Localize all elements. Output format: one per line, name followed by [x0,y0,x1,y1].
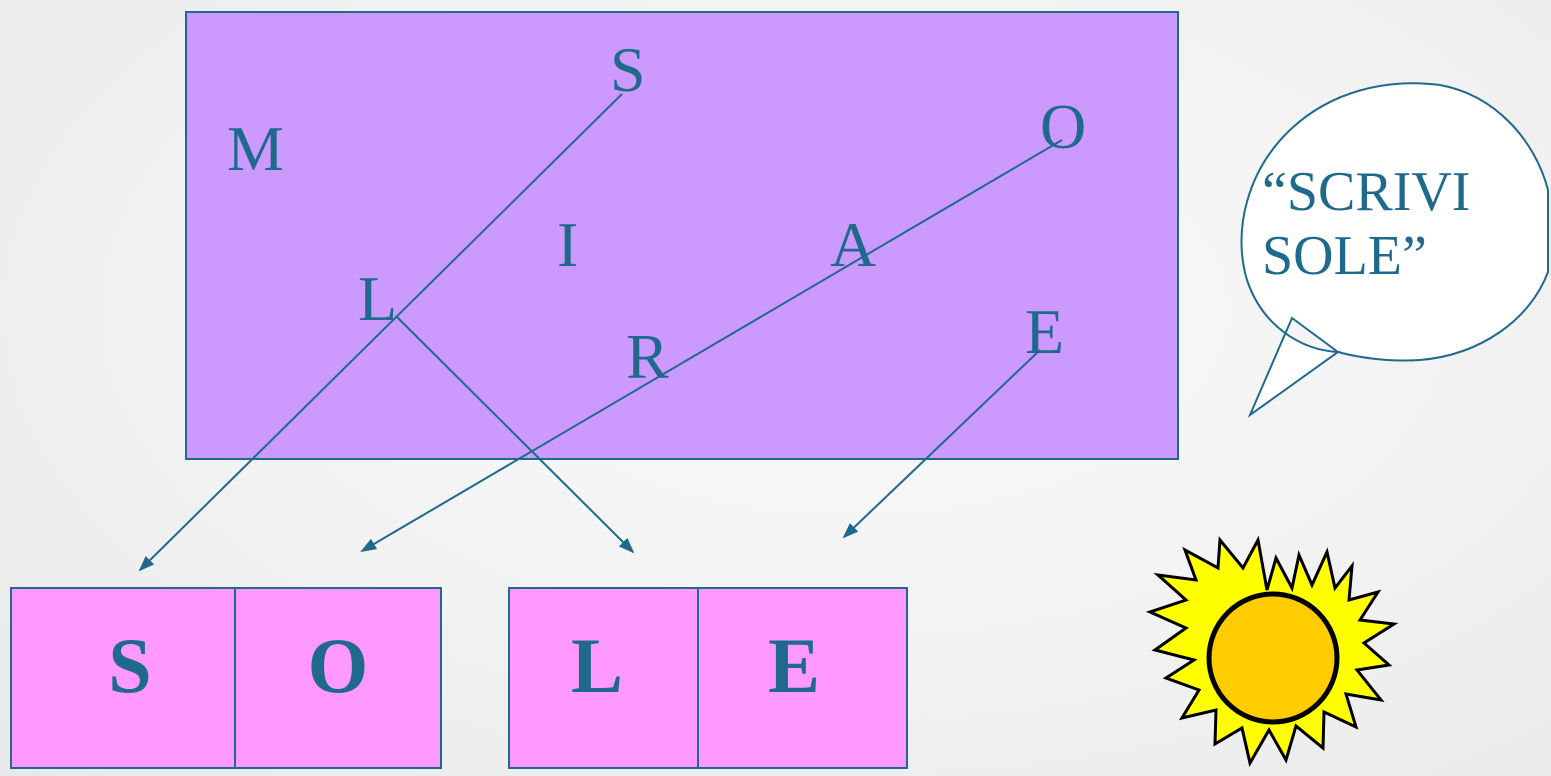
letter-r: R [626,321,669,392]
speech-bubble-line-2: SOLE” [1262,225,1427,288]
letter-l: L [358,263,398,334]
box-letter-s: S [108,622,151,709]
arrow-l [395,315,635,554]
word-box-right: L E [508,587,908,769]
sun-core [1206,591,1340,725]
sun-icon [1145,535,1399,768]
letter-o: O [1040,91,1087,162]
box-letter-e: E [768,622,820,709]
letter-s: S [610,34,646,105]
speech-bubble-line-1: “SCRIVI [1262,161,1471,223]
arrow-o [360,139,1063,553]
speech-bubble-text: “SCRIVI SOLE” [1262,160,1471,289]
arrow-s [138,93,623,572]
word-box-right-frame [508,587,908,769]
letter-a: A [830,209,877,280]
letter-m: M [227,113,284,184]
speech-bubble [1240,82,1549,418]
box-letter-o: O [308,622,369,709]
letter-e: E [1025,296,1065,367]
letter-panel [185,11,1179,460]
box-letter-l: L [571,622,623,709]
letter-i: I [557,209,579,280]
word-box-left-frame [10,587,442,769]
arrow-e [842,349,1041,539]
word-box-left: S O [10,587,442,769]
